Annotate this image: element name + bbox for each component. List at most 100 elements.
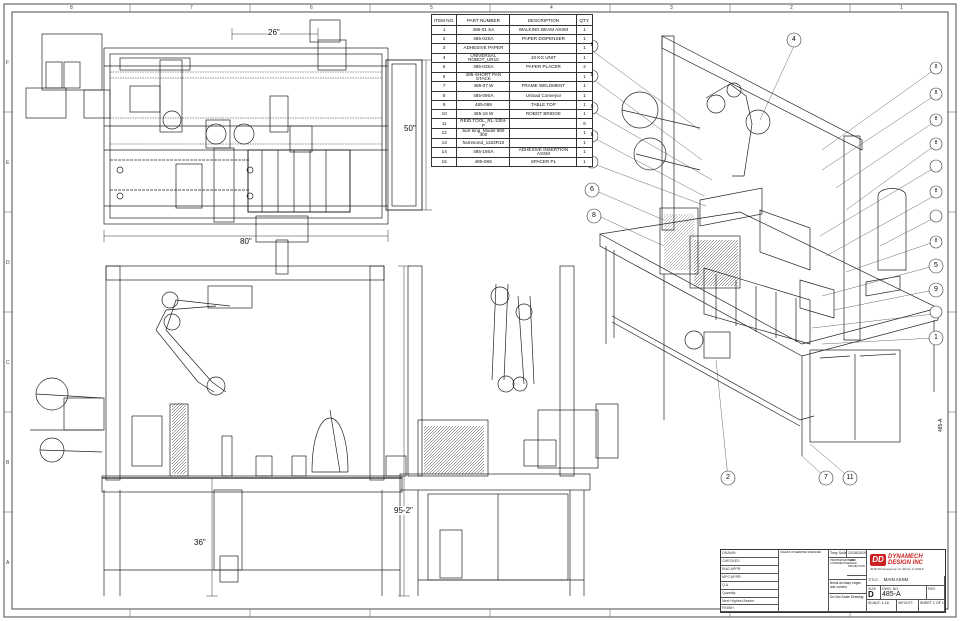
tb-break-edges: Break all sharp edges and corners — [829, 580, 867, 594]
zone-top-7: 7 — [190, 5, 193, 11]
tb-title-label: TITLE: — [868, 578, 879, 582]
front-view-hatch-stack — [424, 426, 484, 474]
bom-cell-qty: 1 — [576, 156, 593, 168]
balloon-6: 6 — [590, 186, 594, 193]
bom-header-row: ITEM NO. PART NUMBER DESCRIPTION QTY. — [430, 14, 593, 26]
bom-cell-item: 15 — [430, 156, 458, 168]
bom-cell-description: TABLE TOP — [509, 99, 578, 111]
bom-cell-qty: 1 — [576, 99, 593, 111]
bom-cell-description: PAPER DISPENSER — [509, 34, 578, 45]
bom-cell-part-number: 485-07 W — [456, 81, 511, 92]
balloon-8d: 8 — [590, 132, 594, 138]
balloon-leaders — [593, 45, 935, 479]
bom-cell-part-number: 485-19SA — [456, 147, 511, 158]
bom-cell-description: ROBOT BRIDGE — [509, 109, 578, 120]
tb-unless-noted-text: UNLESS OTHERWISE SPECIFIED — [780, 551, 822, 554]
balloon-1: 1 — [934, 334, 938, 341]
dimension-table-height: 36" — [194, 538, 206, 547]
zone-top-3: 3 — [670, 5, 673, 11]
tb-weight-cell: WEIGHT: — [897, 600, 919, 612]
bom-cell-qty: 2 — [576, 62, 593, 73]
tb-unless-noted: UNLESS OTHERWISE SPECIFIED — [779, 550, 829, 612]
bom-cell-part-number: UNIVERSAL ROBOT_UR10 — [456, 52, 511, 64]
isometric-pan-stack — [664, 214, 694, 270]
bom-cell-part-number: 485-069 — [456, 99, 511, 111]
tb-mfg-appr-row: MFG APPR. — [721, 574, 779, 582]
bom-cell-description: 10 KG UNIT — [509, 52, 578, 64]
border-zone-ticks — [4, 4, 956, 617]
title-block: DRAWN UNLESS OTHERWISE SPECIFIED Tony Su… — [720, 549, 946, 613]
bom-cell-part-number: 485-01 SA — [456, 24, 511, 36]
tb-finish-row: FINISH — [721, 605, 779, 612]
zone-top-5: 5 — [430, 5, 433, 11]
tb-next-highest-label: Next Highest Assem — [722, 599, 755, 603]
tb-size-label: SIZE — [868, 587, 876, 591]
bom-cell-part-number: 485-02SA — [456, 34, 511, 45]
tb-qa-row: Q.A. — [721, 582, 779, 590]
zone-side-d: D — [6, 260, 10, 266]
bom-cell-description — [509, 43, 578, 54]
bom-cell-item: 3 — [430, 43, 458, 54]
bom-cell-description: FRAME WELDMENT — [509, 81, 578, 92]
dimension-top-width: 26" — [268, 28, 280, 37]
bom-cell-qty: 1 — [576, 109, 593, 120]
tb-third-angle-text: THIRD ANGLE PROJECTION — [848, 559, 865, 568]
balloon-2: 2 — [726, 474, 730, 481]
bom-cell-description: Unload Conveyor — [509, 90, 578, 101]
bom-cell-description: SPACER PL — [509, 156, 578, 168]
tb-date-cell: 12/18/2019 — [847, 550, 867, 558]
tb-qa-label: Q.A. — [722, 583, 730, 587]
bom-cell-part-number: 485-03SA — [456, 62, 511, 73]
tb-scale-cell: SCALE: 1:16 — [867, 600, 897, 612]
bom-cell-item: 2 — [430, 34, 458, 45]
balloon-9: 9 — [934, 286, 938, 293]
dimension-top-depth: 50" — [404, 124, 416, 133]
bom-cell-description: WALKING BEAM ASSM — [509, 24, 578, 36]
tb-do-not-scale-text: Do Not Scale Drawing — [830, 595, 864, 599]
tb-title: MAIN ASSM — [883, 577, 909, 582]
tb-weight-label: WEIGHT: — [898, 601, 913, 605]
bom-cell-description — [509, 128, 578, 139]
balloon-8b: 8 — [590, 72, 594, 78]
dimension-front: 95-2" — [394, 506, 413, 515]
bom-cell-item: 11 — [430, 118, 458, 130]
tb-eng-appr-label: ENG APPR. — [722, 567, 742, 571]
balloon-4: 4 — [792, 36, 796, 43]
bom-cell-qty: 1 — [576, 137, 593, 149]
bom-cell-qty: 1 — [576, 52, 593, 64]
bom-cell-part-number: 485-SHORT PAN STACK — [456, 71, 511, 83]
bom-cell-item: 1 — [430, 24, 458, 36]
bom-cell-qty: 1 — [576, 43, 593, 54]
zone-top-1: 1 — [900, 5, 903, 11]
tb-drawn-label: DRAWN — [722, 551, 736, 555]
balloon-8c: 8 — [590, 104, 594, 110]
tb-mfg-appr-label: MFG APPR. — [722, 575, 742, 579]
bom-cell-item: 10 — [430, 109, 458, 120]
bom-cell-description — [509, 118, 578, 130]
zone-top-4: 4 — [550, 5, 553, 11]
bom-cell-item: 14 — [430, 147, 458, 158]
tb-size: D — [868, 590, 874, 599]
bom-header-item: ITEM NO. — [430, 14, 458, 26]
balloon-8i: 8 — [934, 140, 938, 146]
balloon-8g: 8 — [934, 90, 938, 96]
bom-cell-qty: 1 — [576, 81, 593, 92]
tb-rev-label: REV — [928, 587, 936, 591]
top-view — [25, 19, 423, 275]
bom-cell-item: 8 — [430, 90, 458, 101]
zone-top-8: 8 — [70, 5, 73, 11]
bom-cell-item: 12 — [430, 128, 458, 139]
tb-scale: SCALE: 1:16 — [868, 601, 889, 605]
balloon-8j: 8 — [934, 188, 938, 194]
bom-cell-item: 4 — [430, 52, 458, 64]
tb-next-highest-row: Next Highest Assem — [721, 598, 779, 605]
bom-cell-qty: 1 — [576, 34, 593, 45]
